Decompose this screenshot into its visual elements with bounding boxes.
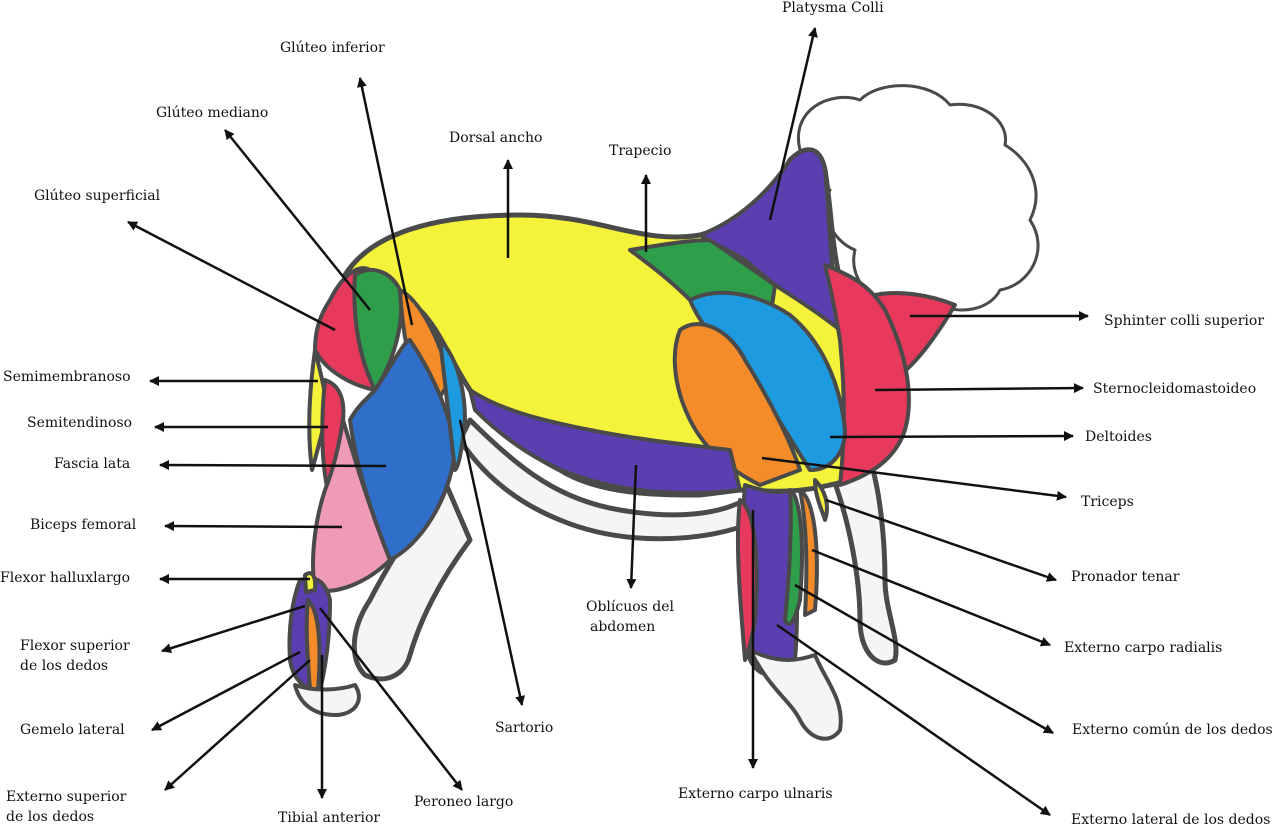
- hind-paw: [293, 683, 361, 717]
- arrow-triceps: [761, 456, 1067, 501]
- label-triceps: Triceps: [1081, 494, 1134, 510]
- dorsal-band-patch: [468, 388, 742, 495]
- label-externo-lateral: Externo lateral de los dedos: [1071, 812, 1271, 827]
- arrow-gluteo-inferior: [356, 77, 414, 326]
- front-leg-green: [783, 488, 804, 626]
- label-platysma-colli: Platysma Colli: [782, 0, 884, 16]
- far-front-leg: [827, 457, 899, 666]
- hind-lower-yellow: [303, 571, 318, 594]
- label-obliquos-abdomen: Oblícuos del abdomen: [580, 597, 680, 637]
- label-obliquos-line1: Oblícuos del: [585, 599, 675, 615]
- arrow-esterno: [874, 383, 1084, 394]
- label-obliquos-line2: abdomen: [590, 619, 656, 635]
- label-flexor-superior: Flexor superior de los dedos: [20, 636, 160, 676]
- label-trapecio: Trapecio: [609, 143, 672, 159]
- front-leg-orange: [798, 488, 819, 617]
- front-paw: [748, 648, 843, 741]
- label-biceps-femoral: Biceps femoral: [30, 517, 137, 533]
- arrow-externo-lateral: [776, 623, 1051, 817]
- arrow-obliquos: [626, 464, 638, 589]
- arrow-biceps-femoral: [164, 521, 343, 532]
- arrow-peroneo: [319, 607, 463, 791]
- arrow-externo-superior: [164, 659, 311, 791]
- label-flexor-superior-line1: Flexor superior: [20, 638, 130, 654]
- label-externo-carpo-radialis: Externo carpo radialis: [1064, 640, 1223, 656]
- gluteo-mediano-patch: [352, 268, 404, 392]
- arrow-sartorio: [458, 419, 525, 706]
- arrow-pronador: [825, 498, 1057, 582]
- arrow-comun: [794, 583, 1054, 735]
- leader-arrows: [127, 27, 1089, 817]
- triceps-patch: [672, 322, 802, 487]
- label-externo-superior: Externo superior de los dedos: [6, 787, 146, 827]
- label-externo-comun: Externo común de los dedos: [1072, 722, 1273, 738]
- label-externo-superior-line2: de los dedos: [6, 809, 95, 825]
- label-pronador-tenar: Pronador tenar: [1071, 569, 1180, 585]
- arrow-fascia-lata: [159, 460, 387, 471]
- sartorio-patch: [438, 338, 467, 472]
- arrow-platysma: [768, 27, 818, 221]
- label-peroneo-largo: Peroneo largo: [414, 794, 514, 810]
- head-outline: [796, 84, 1040, 316]
- label-deltoides: Deltoides: [1085, 429, 1152, 445]
- arrow-carpo-radialis: [811, 548, 1051, 647]
- arrow-gluteo-mediano: [224, 129, 371, 311]
- arrow-gluteo-superficial: [127, 220, 336, 332]
- label-fascia-lata: Fascia lata: [54, 456, 131, 472]
- label-semimembranoso: Semimembranoso: [3, 369, 131, 385]
- label-esternocleidomastoideo: Sternocleidomastoideo: [1093, 381, 1257, 397]
- label-sphinter-colli: Sphinter colli superior: [1104, 313, 1265, 329]
- muscle-patches: [287, 147, 957, 741]
- arrow-gemelo: [151, 650, 301, 732]
- label-dorsal-ancho: Dorsal ancho: [449, 130, 543, 146]
- label-gluteo-superficial: Glúteo superficial: [34, 188, 161, 204]
- label-sartorio: Sartorio: [495, 720, 554, 736]
- front-leg-yellow: [813, 478, 829, 522]
- arrow-deltoides: [829, 431, 1074, 442]
- label-flexor-halluxlargo: Flexor halluxlargo: [0, 570, 131, 586]
- label-semitendinoso: Semitendinoso: [27, 415, 133, 431]
- fascia-lata-patch: [348, 338, 457, 562]
- label-gluteo-mediano: Glúteo mediano: [156, 105, 269, 121]
- label-tibial-anterior: Tibial anterior: [278, 810, 381, 826]
- label-gluteo-inferior: Glúteo inferior: [280, 40, 385, 56]
- label-flexor-superior-line2: de los dedos: [20, 658, 109, 674]
- label-gemelo-lateral: Gemelo lateral: [20, 722, 125, 738]
- arrow-flexor-superior: [161, 604, 306, 654]
- label-externo-superior-line1: Externo superior: [6, 789, 127, 805]
- label-externo-carpo-ulnaris: Externo carpo ulnaris: [678, 786, 833, 802]
- platysma-patch: [698, 147, 842, 332]
